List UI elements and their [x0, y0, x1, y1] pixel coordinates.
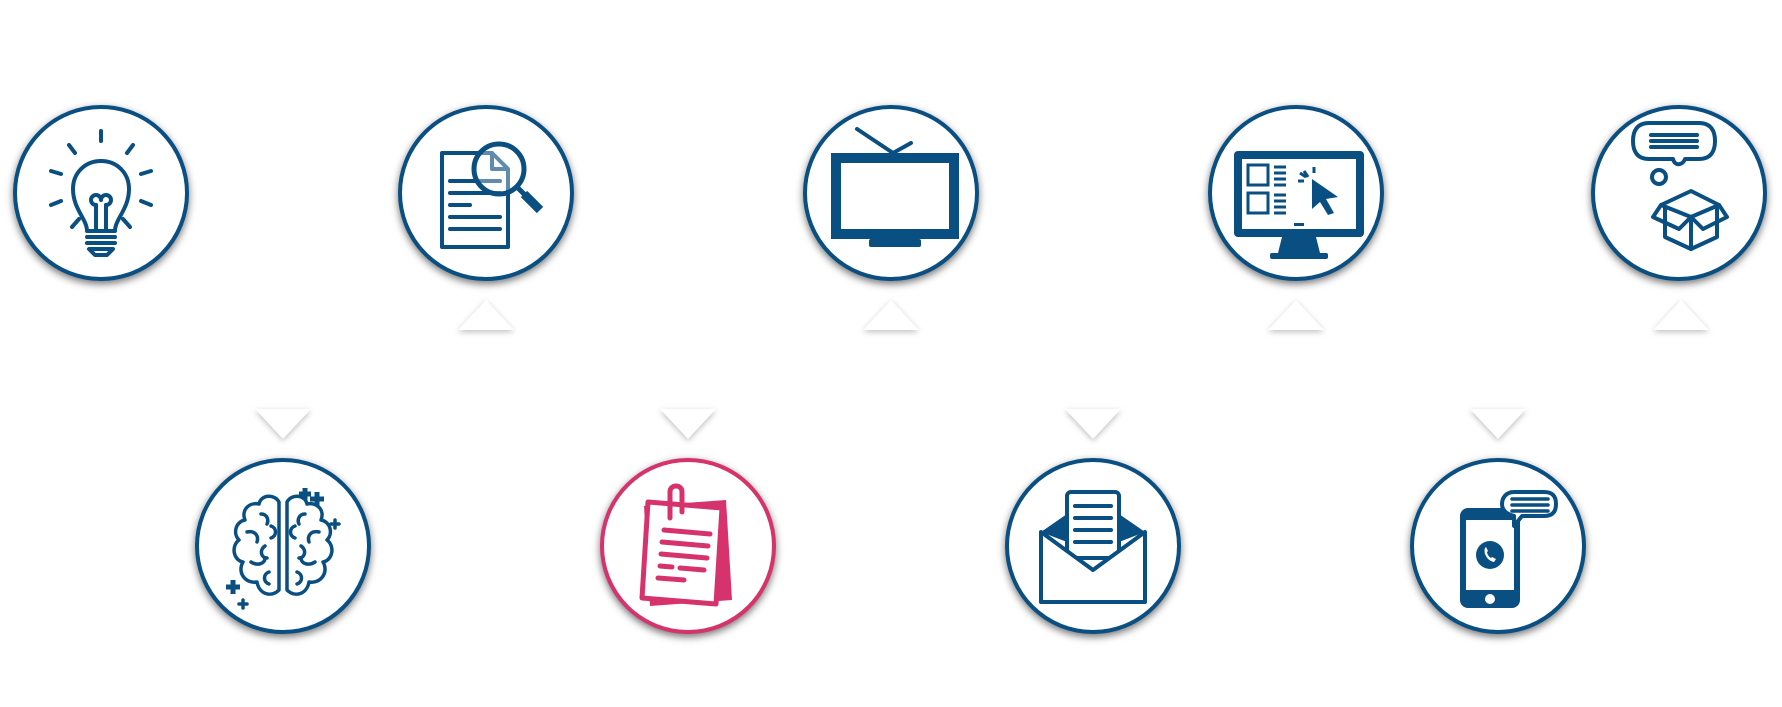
up-arrow: [861, 298, 921, 330]
down-arrow: [1468, 409, 1528, 441]
step-phone-chat[interactable]: Mobile: [1410, 458, 1586, 634]
tv-icon: [831, 127, 959, 247]
down-arrow: [253, 409, 313, 441]
lightbulb-icon: [49, 129, 153, 257]
step-envelope-letter[interactable]: Email: [1005, 458, 1181, 634]
brain-icon: [226, 488, 341, 610]
box-speech-icon: [1631, 121, 1729, 251]
step-clipboard-notes[interactable]: Notes: [600, 458, 776, 634]
down-arrow: [658, 409, 718, 441]
monitor-click-icon: [1234, 151, 1364, 259]
envelope-letter-icon: [1039, 490, 1147, 604]
up-arrow: [456, 298, 516, 330]
step-box-speech[interactable]: Delivery: [1591, 105, 1767, 281]
step-monitor-click[interactable]: Web: [1208, 105, 1384, 281]
step-tv[interactable]: TV: [803, 105, 979, 281]
up-arrow: [1651, 298, 1711, 330]
phone-chat-icon: [1460, 490, 1558, 608]
clipboard-notes-icon: [639, 483, 732, 607]
up-arrow: [1266, 298, 1326, 330]
step-lightbulb[interactable]: Idea: [13, 105, 189, 281]
down-arrow: [1063, 409, 1123, 441]
document-search-icon: [440, 141, 544, 249]
step-document-search[interactable]: Research: [398, 105, 574, 281]
step-brain[interactable]: Brainstorm: [195, 458, 371, 634]
